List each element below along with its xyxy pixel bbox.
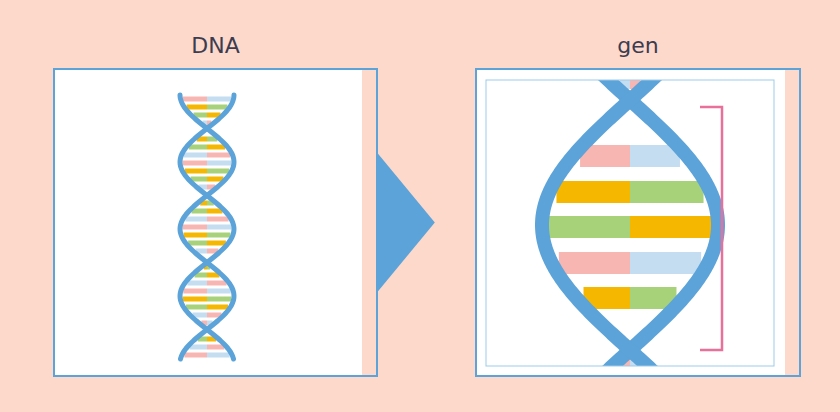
base-pair (207, 281, 227, 286)
base-pair (207, 345, 224, 350)
gene-bracket (700, 107, 722, 350)
base-pair (207, 289, 231, 294)
base-pair (189, 145, 207, 150)
base-pair (207, 153, 230, 158)
panel-heading: DNA (55, 32, 376, 60)
base-pair (183, 289, 207, 294)
panel-heading: gen (477, 32, 799, 60)
arrow-triangle (377, 153, 435, 293)
base-pair (184, 353, 207, 358)
base-pair (207, 241, 226, 246)
base-pair (187, 105, 207, 110)
base-pair (207, 225, 231, 230)
base-pair (184, 153, 207, 158)
base-pair (207, 305, 228, 310)
base-pair (185, 169, 207, 174)
base-pair (207, 97, 231, 102)
base-pair (207, 353, 230, 358)
base-pair (183, 225, 207, 230)
base-pair (207, 145, 225, 150)
image-panel: gen (475, 68, 801, 377)
base-pair (183, 161, 207, 166)
base-pair (207, 105, 227, 110)
gene-helix (542, 80, 718, 366)
base-pair (207, 297, 231, 302)
helix-strand (180, 95, 234, 359)
base-pair (630, 181, 704, 203)
base-pair (183, 97, 207, 102)
inner-frame (486, 80, 774, 366)
base-pair (207, 217, 229, 222)
panel-ground (53, 68, 362, 377)
base-pair (207, 233, 230, 238)
base-pair (188, 241, 207, 246)
base-pair (630, 216, 711, 238)
base-pair (549, 216, 630, 238)
base-pair (186, 305, 207, 310)
base-pair (207, 169, 229, 174)
helix-strand (542, 80, 672, 366)
base-pair (187, 281, 207, 286)
base-pair (207, 161, 231, 166)
dna-helix (180, 95, 234, 359)
base-pair (559, 252, 630, 274)
base-pair (190, 345, 207, 350)
helix-strand (180, 95, 234, 359)
base-pair (184, 233, 207, 238)
base-pair (630, 252, 701, 274)
panel-ground (475, 68, 785, 377)
base-pair (183, 297, 207, 302)
image-panel: DNA (53, 68, 378, 377)
base-pair (185, 217, 207, 222)
base-pair (556, 181, 630, 203)
